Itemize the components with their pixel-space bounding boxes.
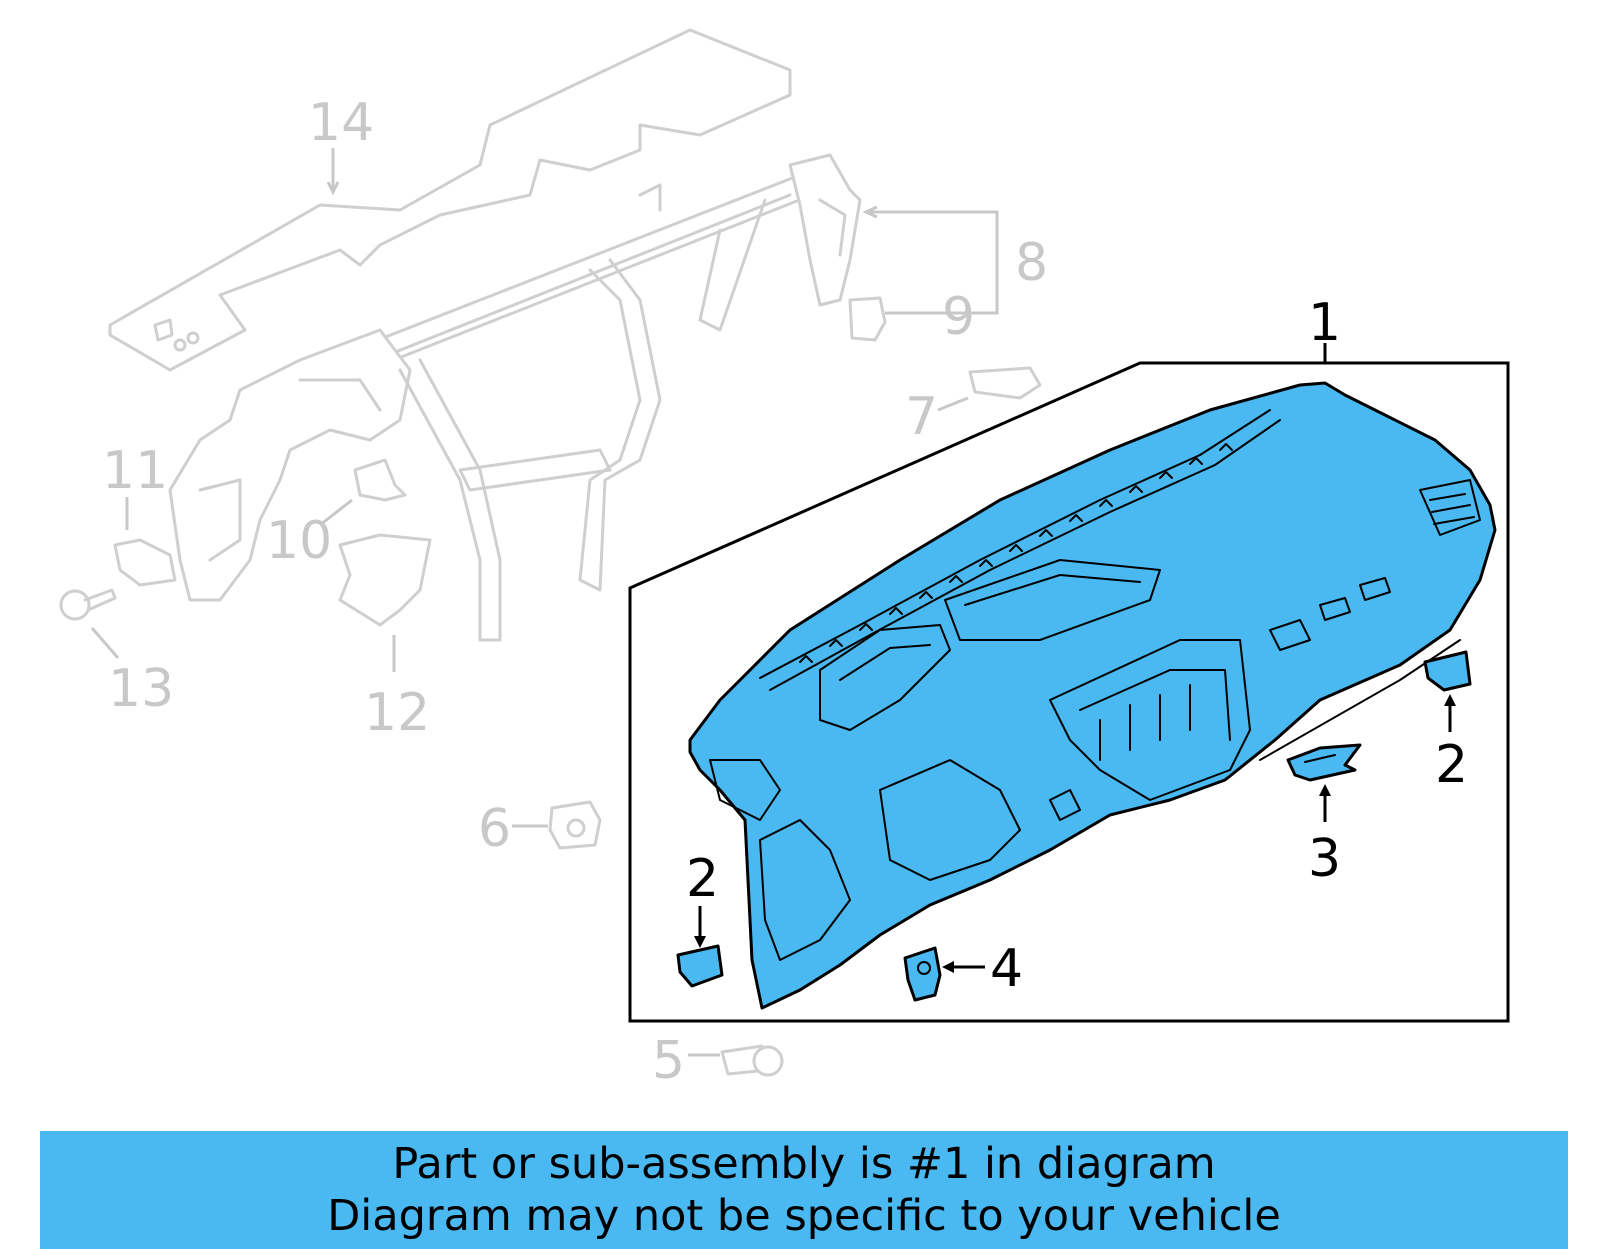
callout-11: 11 [102, 441, 168, 501]
callout-14: 14 [308, 93, 374, 153]
part-14-duct [108, 28, 792, 372]
part-5-bolt [720, 1044, 784, 1077]
banner-line-part: Part or sub-assembly is #1 in diagram [392, 1139, 1216, 1189]
faded-structure [59, 28, 1042, 1077]
info-banner: Part or sub-assembly is #1 in diagram Di… [40, 1131, 1568, 1249]
dark-leaders [694, 694, 1456, 973]
part-6-nut [548, 800, 602, 850]
callout-4: 4 [990, 939, 1023, 999]
part-1-instrument-panel [688, 381, 1497, 1010]
part-11-clip [113, 538, 177, 587]
part-8-bracket [788, 153, 862, 307]
callout-labels: 14 8 9 7 11 10 13 12 6 5 1 2 2 3 4 [102, 93, 1468, 1091]
callout-9: 9 [942, 287, 975, 347]
part-4-nut [903, 946, 942, 1002]
faded-leaders [90, 148, 999, 1057]
callout-1: 1 [1308, 293, 1341, 353]
part-9-clip [848, 296, 887, 342]
steering-support [168, 328, 412, 602]
callout-3: 3 [1308, 829, 1341, 889]
part-3-clip [1286, 743, 1362, 782]
callout-6: 6 [478, 799, 511, 859]
part-2-clip-left [676, 944, 724, 988]
part-12-bracket [338, 533, 432, 627]
callout-8: 8 [1015, 233, 1048, 293]
part-13-bolt [59, 588, 117, 621]
callout-12: 12 [364, 683, 430, 743]
part-7-clip [968, 366, 1042, 400]
callout-7: 7 [905, 387, 938, 447]
part-2-clip-right [1423, 650, 1472, 692]
callout-5: 5 [652, 1031, 685, 1091]
part-10-bracket [353, 458, 407, 502]
part-1-frame [628, 361, 1510, 1023]
callout-10: 10 [266, 511, 332, 571]
callout-13: 13 [108, 659, 174, 719]
callout-2-left: 2 [686, 849, 719, 909]
callout-2-right: 2 [1435, 735, 1468, 795]
banner-line-disclaimer: Diagram may not be specific to your vehi… [327, 1191, 1281, 1241]
center-support [398, 358, 502, 642]
